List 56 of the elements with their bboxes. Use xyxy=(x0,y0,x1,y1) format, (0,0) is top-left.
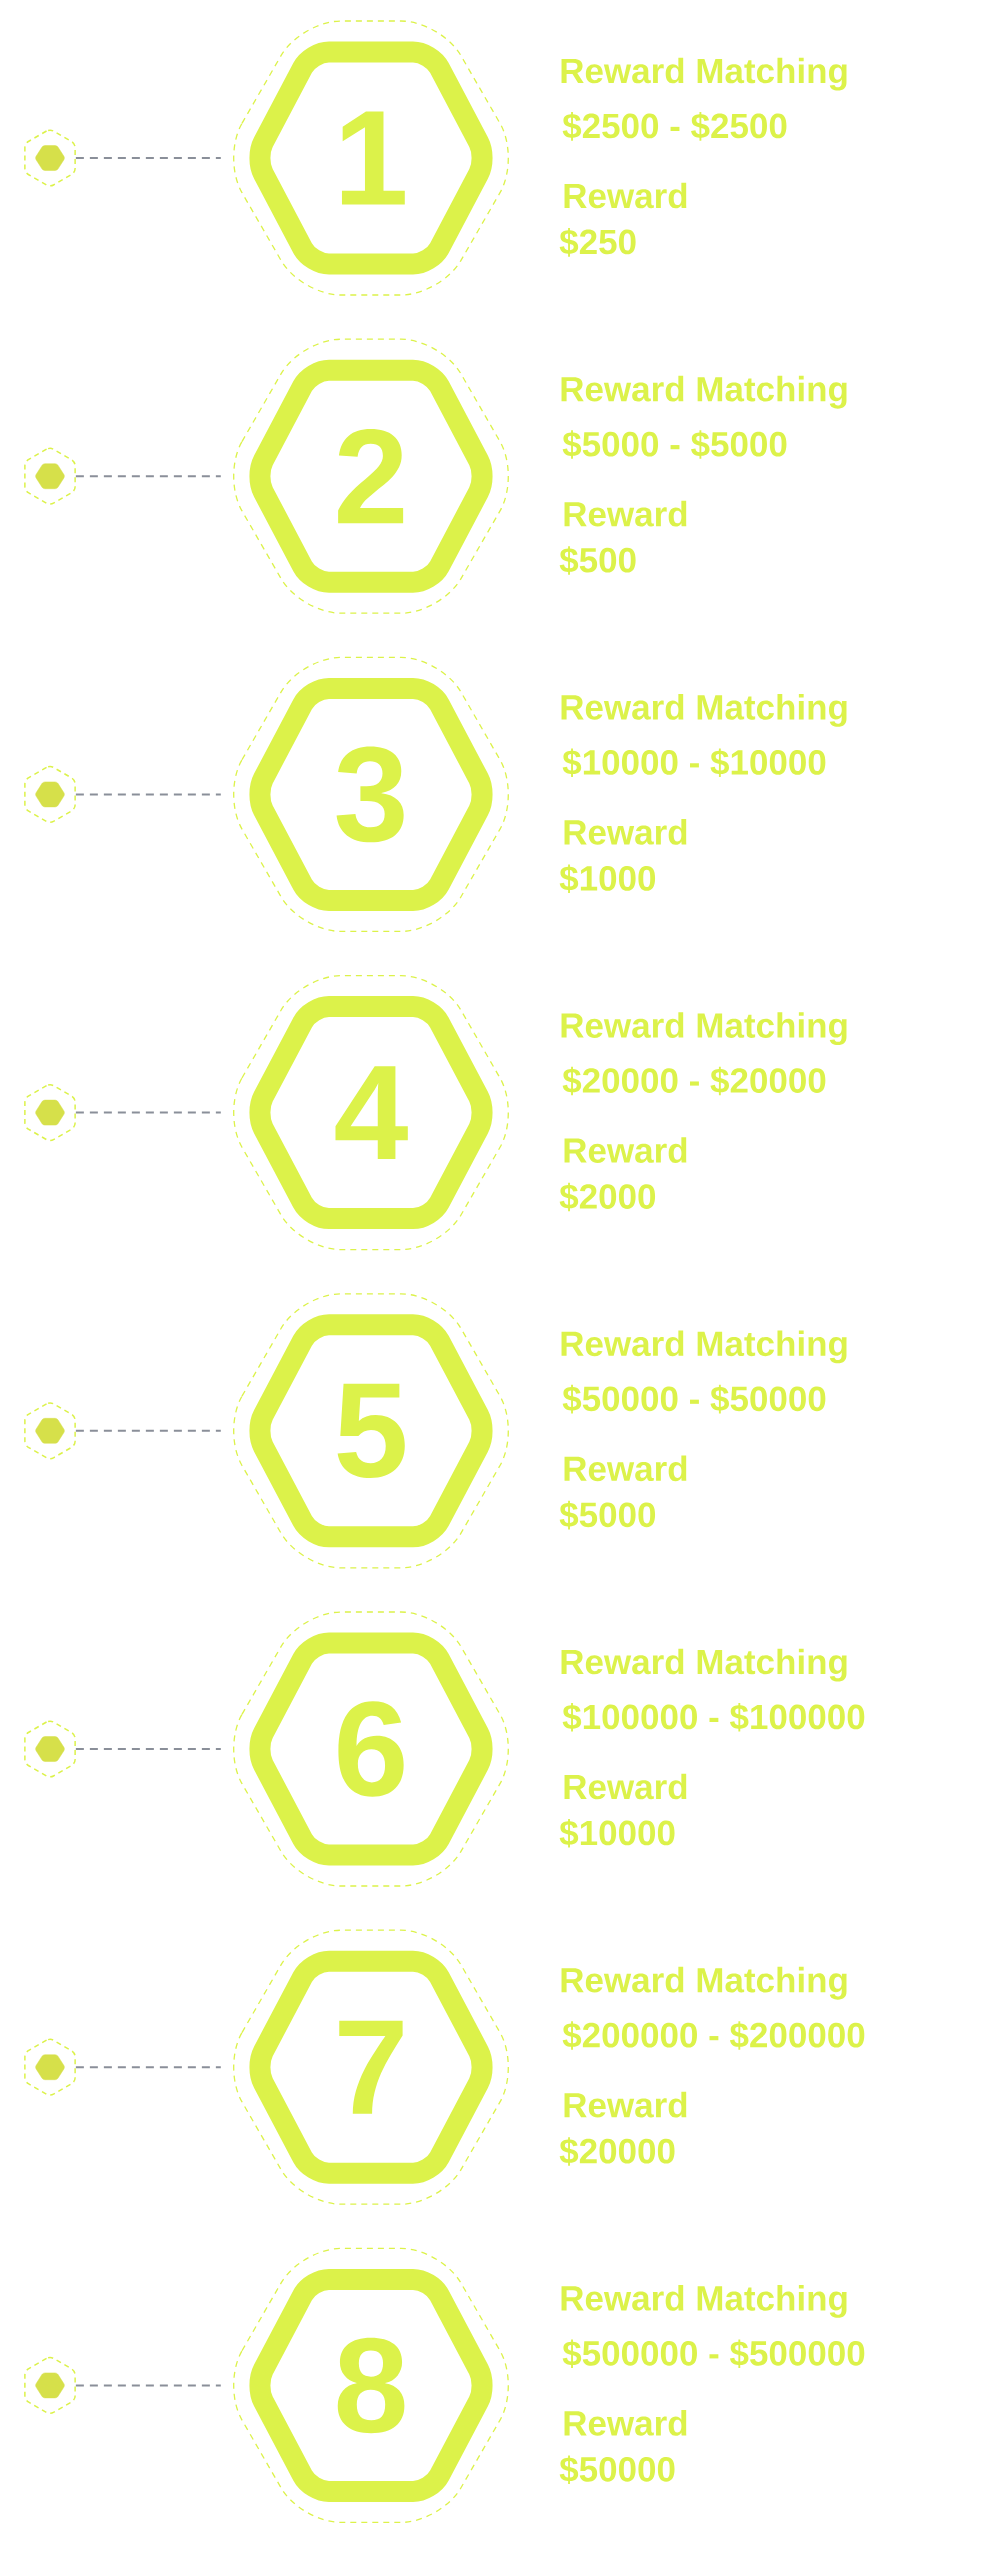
range-text: $100000 - $100000 xyxy=(562,1703,865,1732)
hexagon-marker xyxy=(24,2038,76,2096)
tier-heading: Reward Matching xyxy=(561,1648,847,1682)
range-text: $50000 - $50000 xyxy=(562,1384,826,1414)
tier-heading: Reward Matching xyxy=(561,1012,847,1046)
hexagon-marker xyxy=(24,1402,76,1460)
hexagon-badge: 7 xyxy=(233,1929,509,2205)
hexagon-badge: 6 xyxy=(233,1611,509,1887)
hexagon-badge: 8 xyxy=(233,2247,509,2524)
tier-heading: Reward Matching xyxy=(561,1966,847,2000)
reward-heading: Reward xyxy=(564,182,687,209)
hexagon-marker xyxy=(24,1084,76,1142)
reward-heading: Reward xyxy=(564,2091,687,2118)
reward-heading: Reward xyxy=(564,819,687,845)
hexagon-marker xyxy=(24,447,76,505)
hexagon-marker xyxy=(24,129,76,187)
reward-heading: Reward xyxy=(564,1137,687,1163)
connector-line xyxy=(74,1111,222,1114)
hexagon-badge: 1 xyxy=(233,20,509,296)
reward-amount: $5000 xyxy=(559,1500,656,1530)
hexagon-badge: 4 xyxy=(233,974,509,1251)
reward-heading: Reward xyxy=(564,500,687,527)
reward-heading: Reward xyxy=(564,1773,687,1800)
range-text: $500000 - $500000 xyxy=(562,2339,865,2368)
hexagon-badge: 5 xyxy=(233,1293,509,1569)
reward-amount: $1000 xyxy=(559,864,656,893)
reward-amount: $500 xyxy=(559,546,636,575)
tier-heading: Reward Matching xyxy=(561,2285,847,2318)
connector-line xyxy=(74,157,222,159)
range-text: $2500 - $2500 xyxy=(562,112,787,141)
hexagon-marker xyxy=(24,1720,76,1778)
tier-heading: Reward Matching xyxy=(561,694,847,727)
connector-line xyxy=(74,2384,222,2387)
range-text: $5000 - $5000 xyxy=(562,430,787,459)
connector-line xyxy=(74,793,222,796)
tier-heading: Reward Matching xyxy=(561,1330,847,1364)
reward-amount: $10000 xyxy=(559,1819,675,1848)
reward-amount: $2000 xyxy=(559,1182,656,1212)
connector-line xyxy=(74,1748,222,1750)
reward-heading: Reward xyxy=(564,1455,687,1482)
range-text: $10000 - $10000 xyxy=(562,748,826,777)
range-text: $20000 - $20000 xyxy=(562,1066,826,1096)
tier-heading: Reward Matching xyxy=(561,375,847,409)
hexagon-marker xyxy=(24,2356,76,2414)
range-text: $200000 - $200000 xyxy=(562,2021,865,2050)
reward-amount: $250 xyxy=(559,228,636,257)
hexagon-marker xyxy=(24,765,76,823)
reward-amount: $20000 xyxy=(559,2137,675,2166)
connector-line xyxy=(74,1429,222,1432)
reward-amount: $50000 xyxy=(559,2455,675,2484)
tier-heading: Reward Matching xyxy=(561,57,847,91)
connector-line xyxy=(74,475,222,478)
hexagon-badge: 3 xyxy=(233,656,509,933)
hexagon-badge: 2 xyxy=(233,338,509,614)
connector-line xyxy=(74,2066,222,2069)
reward-heading: Reward xyxy=(564,2410,687,2436)
